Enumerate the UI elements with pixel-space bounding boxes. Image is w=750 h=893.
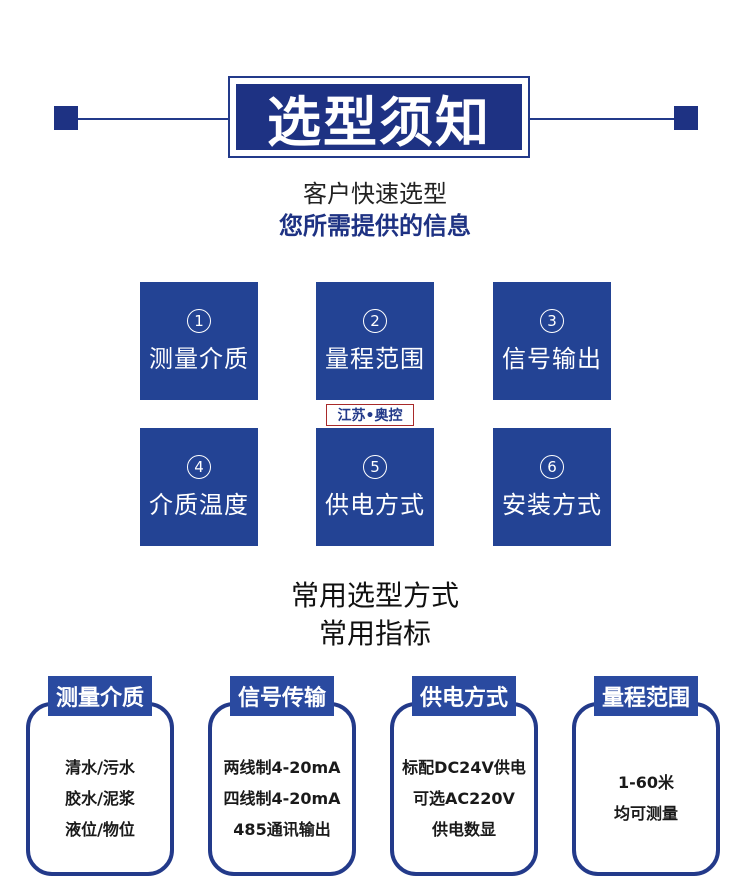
spec-card-title: 供电方式 [412, 676, 516, 716]
spec-line: 均可测量 [613, 804, 678, 823]
spec-card-title: 信号传输 [230, 676, 334, 716]
spec-line: 1-60米 [617, 773, 675, 792]
title-left-line [78, 118, 228, 120]
title-left-square-decoration [54, 106, 78, 130]
page-title: 选型须知 [236, 84, 522, 154]
spec-line: 标配DC24V供电 [402, 757, 526, 777]
info-tile-label: 测量介质 [149, 344, 249, 373]
info-tile-label: 信号输出 [502, 344, 602, 373]
spec-line: 四线制4-20mA [223, 788, 341, 808]
circled-number-2: 2 [363, 308, 387, 333]
circled-number-5: 5 [363, 454, 387, 479]
circled-number-6: 6 [540, 454, 564, 479]
info-tile-measure-medium: 1 测量介质 [140, 282, 258, 400]
brand-watermark: 江苏•奥控 [326, 404, 414, 426]
spec-card-title: 测量介质 [48, 676, 152, 716]
info-tile-power-supply: 5 供电方式 [316, 428, 434, 546]
spec-card-power: 标配DC24V供电 可选AC220V 供电数显 [390, 702, 538, 876]
spec-line: 清水/污水 [65, 757, 135, 777]
info-tile-label: 安装方式 [502, 490, 602, 519]
circled-number-1: 1 [187, 308, 211, 333]
spec-card-measure-medium: 清水/污水 胶水/泥浆 液位/物位 [26, 702, 174, 876]
spec-line: 可选AC220V [413, 788, 515, 808]
info-tile-range: 2 量程范围 [316, 282, 434, 400]
circled-number-3: 3 [540, 308, 564, 333]
spec-line: 液位/物位 [65, 819, 135, 839]
intro-line-1: 客户快速选型 [303, 180, 447, 208]
spec-card-signal: 两线制4-20mA 四线制4-20mA 485通讯输出 [208, 702, 356, 876]
info-tile-installation: 6 安装方式 [493, 428, 611, 546]
info-tile-label: 供电方式 [325, 490, 425, 519]
section-heading-1: 常用选型方式 [290, 579, 459, 612]
info-tile-label: 介质温度 [149, 490, 249, 519]
title-banner: 选型须知 [228, 76, 530, 158]
spec-line: 供电数显 [431, 819, 496, 839]
spec-line: 485通讯输出 [233, 819, 331, 839]
section-heading-2: 常用指标 [318, 617, 431, 650]
spec-card-range: 1-60米 均可测量 [572, 702, 720, 876]
circled-number-4: 4 [187, 454, 211, 479]
spec-card-title: 量程范围 [594, 676, 698, 716]
title-right-square-decoration [674, 106, 698, 130]
spec-line: 两线制4-20mA [223, 757, 341, 777]
info-tile-signal-output: 3 信号输出 [493, 282, 611, 400]
info-tile-label: 量程范围 [325, 344, 425, 373]
title-right-line [530, 118, 674, 120]
info-tile-medium-temperature: 4 介质温度 [140, 428, 258, 546]
intro-line-2: 您所需提供的信息 [279, 212, 471, 240]
spec-line: 胶水/泥浆 [65, 788, 135, 808]
